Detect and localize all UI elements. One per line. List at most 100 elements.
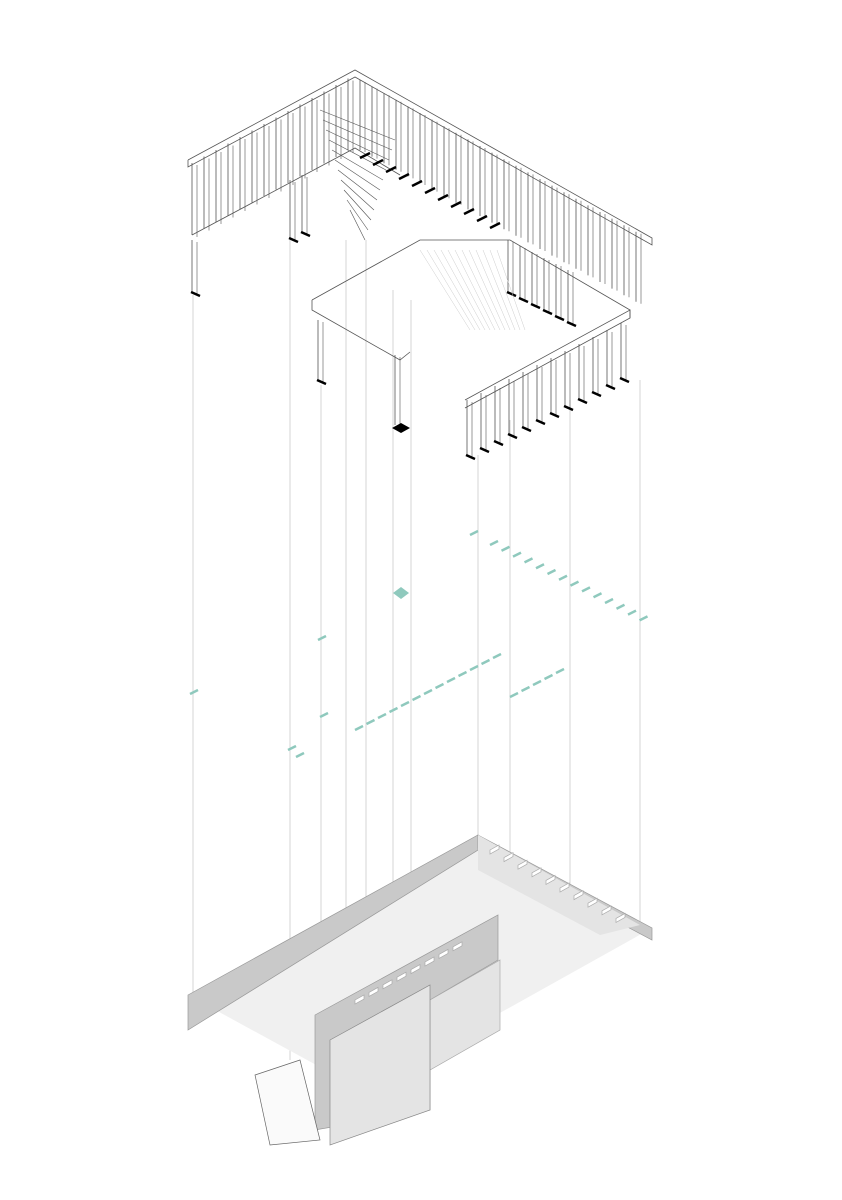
wall-notch [573,890,584,901]
teal-dash [638,615,649,622]
stair-step [438,948,449,959]
tread-cut [437,193,449,202]
teal-dash [509,691,519,699]
teal-dash [317,634,327,642]
post-cut [506,290,517,298]
teal-dash [189,688,199,696]
stair-tread [328,139,387,171]
post-cut [535,418,546,426]
post-cut [563,404,574,412]
teal-dash [295,751,305,759]
stair-step [368,986,379,997]
teal-dash [627,609,637,616]
wall-notch [587,897,598,908]
mid-beam-left [191,147,401,236]
rafter [440,249,486,331]
teal-dash [555,667,565,675]
tread-cut [476,214,488,223]
stair-tread [319,109,396,141]
post-cut [288,236,299,244]
stair-tread [346,199,369,231]
rafter [475,249,511,331]
rafter [454,249,496,331]
teal-dash [469,664,479,672]
stair-tread [349,209,366,241]
stair-tread [325,129,390,161]
tread-cut [450,200,462,209]
teal-dash [365,718,376,726]
ground-floor-base [187,834,653,1146]
stair-step [410,964,421,975]
rafter [482,249,516,331]
post-cut [549,411,560,419]
teal-dash [543,673,554,681]
teal-dash [500,545,511,552]
tread-cut [359,151,371,160]
teal-dash [489,539,499,547]
upper-porch-beam [311,239,631,318]
back-wall-face [478,835,640,935]
tread-cut [424,186,436,195]
post-cut [465,453,476,461]
teal-dash [532,679,542,687]
post-cut [542,308,553,316]
teal-dash [604,597,614,605]
post-cut [591,390,602,398]
teal-dash [319,711,329,719]
post-cut [300,230,311,238]
post-cut [518,296,529,304]
rafter [461,249,501,331]
stair-step [452,941,463,952]
teal-dash [388,706,399,714]
top-plate [187,69,653,246]
post-cut-square [392,423,410,433]
teal-post-square [393,587,409,599]
teal-dash [377,712,387,720]
post-cut [530,302,541,310]
teal-dash [400,700,410,708]
gate-pier [254,1059,321,1146]
rafter [426,249,476,331]
wall-notch [601,905,612,916]
teal-dash [592,592,603,599]
teal-dash [535,563,545,570]
teal-dash [558,574,568,581]
rafter [496,249,526,331]
teal-dash [520,685,531,693]
teal-dash [492,652,502,660]
post-cut [493,439,504,447]
teal-dash [615,603,626,610]
tread-cut [463,207,475,216]
teal-dash [469,529,479,537]
wall-notch [503,852,514,863]
teal-dash [446,676,456,684]
teal-dash [581,586,591,593]
wall-notch [615,912,626,923]
teal-dash [411,694,422,702]
rafter [433,249,481,331]
post-cut [190,290,201,298]
tread-cut [489,221,501,230]
post-cut [507,432,518,440]
teal-dash [434,682,445,690]
stair-step [396,971,407,982]
post-cut [479,446,490,454]
stone-facade [329,984,431,1146]
rafter [489,249,521,331]
tread-cut [372,158,384,167]
teal-dash [523,557,534,564]
wall-notch [517,859,528,870]
timber-frame-structure [187,69,653,461]
tread-cut [385,165,397,174]
rafter [468,249,506,331]
post-cut [619,376,630,384]
right-lower-beam [464,309,631,409]
teal-dash [354,724,364,732]
stair-tread [322,119,393,151]
wall-notch [559,882,570,893]
post-cut [577,397,588,405]
stair-tread [340,179,375,211]
teal-dash [512,551,522,558]
stair-tread [331,149,384,181]
